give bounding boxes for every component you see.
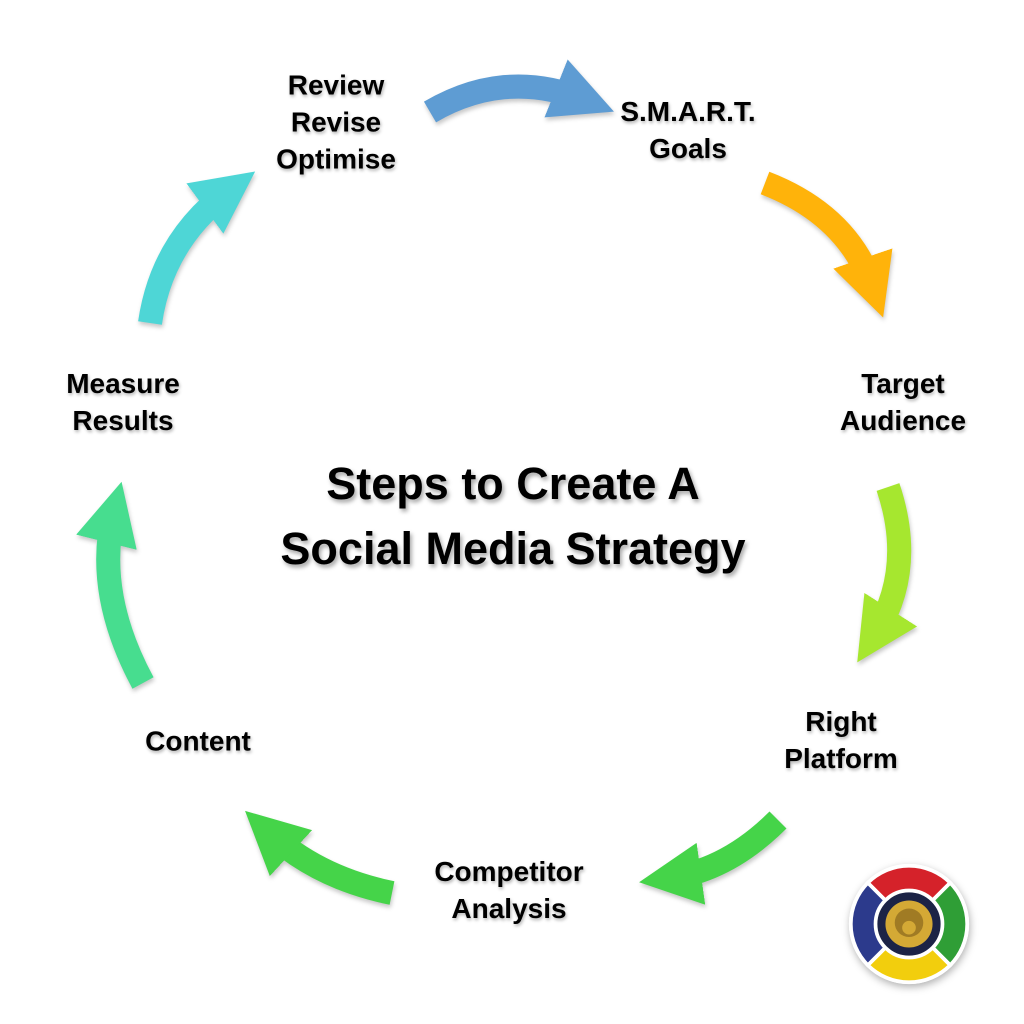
arrow-content-to-measure-results [76,481,154,689]
arrow-measure-results-to-review [138,171,256,325]
diagram-title: Steps to Create A Social Media Strategy [280,451,745,582]
step-label-right-platform: Right Platform [784,704,898,778]
arrow-review-to-smart-goals [423,59,614,123]
arrow-competitor-analysis-to-content [245,810,395,905]
arrow-smart-goals-to-target-audience [760,171,893,318]
arrow-right-platform-to-competitor-analysis [639,811,787,905]
lion-icon [885,900,933,948]
step-label-measure-results: Measure Results [66,366,180,440]
arrow-target-audience-to-right-platform [857,483,918,663]
step-line: Analysis [451,893,567,924]
step-label-competitor-analysis: Competitor Analysis [434,854,583,928]
step-label-content: Content [145,724,251,761]
step-label-review-revise-optimise: Review Revise Optimise [276,68,396,179]
step-label-smart-goals: S.M.A.R.T. Goals [620,94,755,168]
brand-logo [848,863,970,985]
step-line: Measure [66,368,180,400]
step-line: Target [861,368,945,400]
step-line: Review [287,69,385,101]
step-line: S.M.A.R.T. [620,96,756,128]
step-line: Revise [290,106,382,138]
step-line: Optimise [276,143,396,175]
diagram-title-line-1: Steps to Create A [326,457,700,509]
step-line: Results [72,405,174,436]
step-line: Competitor [434,856,584,888]
step-line: Platform [784,743,898,774]
step-label-target-audience: Target Audience [840,366,966,440]
step-line: Content [145,725,251,757]
step-line: Audience [839,405,967,436]
lion-muzzle [902,920,916,935]
step-line: Goals [649,133,727,164]
step-line: Right [805,706,877,738]
diagram-title-line-2: Social Media Strategy [280,523,746,574]
